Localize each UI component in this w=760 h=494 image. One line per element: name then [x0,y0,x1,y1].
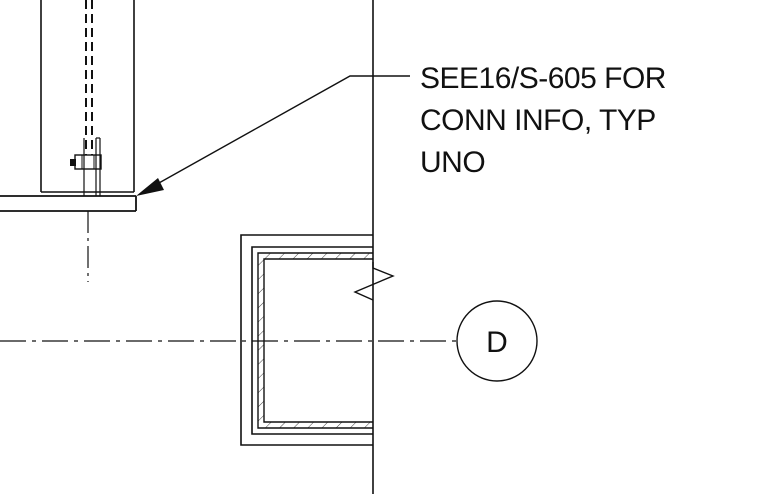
base-plate [0,195,137,212]
note-line-2: CONN INFO, TYP [420,104,656,137]
beam-section [240,234,395,446]
anchor-bolt-nut [70,137,102,196]
grid-bubble-label: D [486,326,508,359]
note-line-1: SEE16/S-605 FOR [420,62,666,95]
column-member [40,0,135,193]
hidden-anchor-lines [85,0,93,160]
connection-note: SEE16/S-605 FOR CONN INFO, TYP UNO [420,62,666,179]
grid-bubble: D [456,300,538,382]
note-line-3: UNO [420,146,485,179]
leader-arrow [136,75,410,196]
